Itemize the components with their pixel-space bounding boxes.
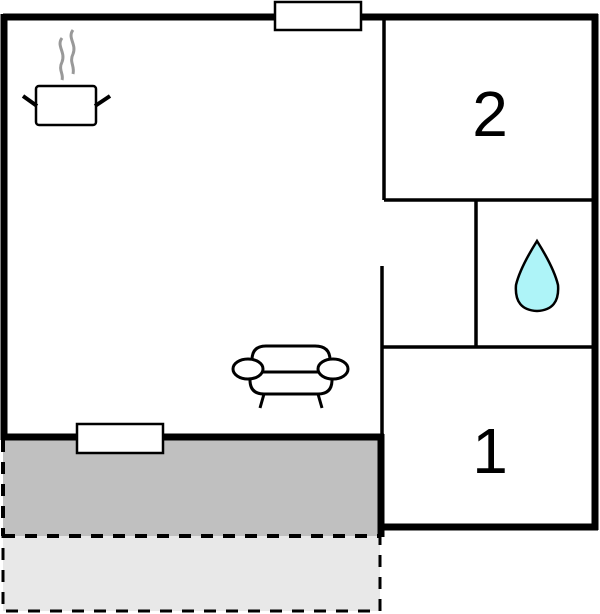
room-label-2: 2: [472, 78, 508, 150]
covered-terrace: [3, 440, 380, 536]
room-label-1: 1: [472, 415, 508, 487]
cooking-pot-icon: [21, 29, 112, 127]
window-top: [273, 0, 363, 32]
interior-walls: [380, 17, 595, 437]
open-terrace: [1, 534, 382, 613]
water-drop-icon: [514, 238, 560, 313]
sofa-icon: [231, 344, 350, 409]
window-bottom: [75, 422, 165, 455]
